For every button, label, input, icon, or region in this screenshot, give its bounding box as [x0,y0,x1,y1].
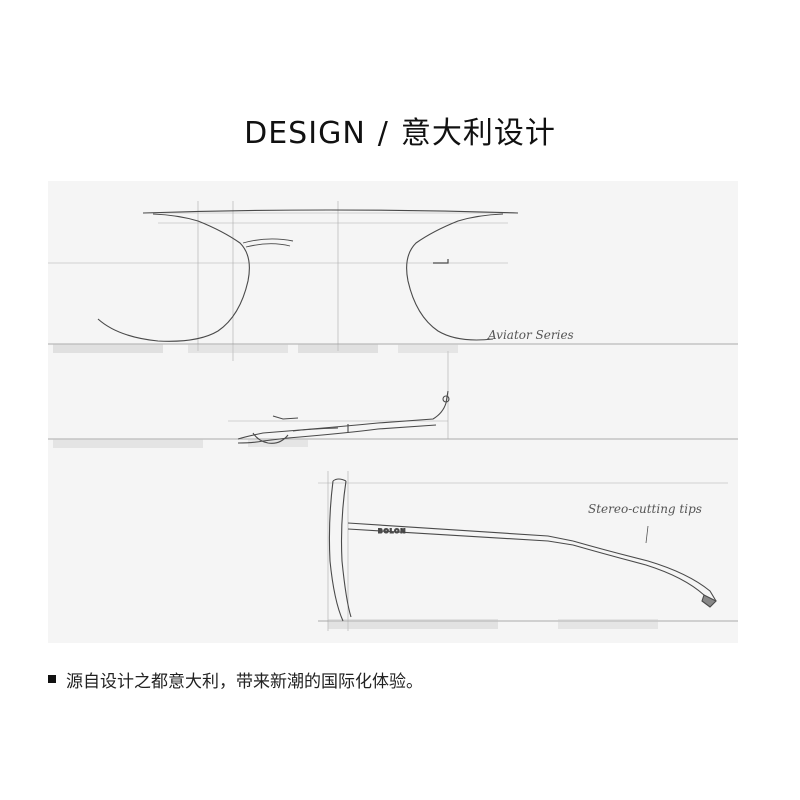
brand-mark: BOLON [378,528,406,535]
front-view-glasses [97,209,519,342]
title-cn: 意大利设计 [400,116,556,151]
sketch-paper [48,181,738,643]
annotation-series: Aviator Series [487,328,574,342]
side-view-glasses: BOLON [328,478,717,622]
title-separator: / [377,116,389,151]
design-sketch-panel: BOLON Aviator Series Stereo-cutting tips [48,181,738,643]
shading-smudges [53,344,658,629]
annotation-tips: Stereo-cutting tips [588,502,702,516]
title-en: DESIGN [244,116,366,151]
top-view-glasses [237,390,450,444]
page-title: DESIGN / 意大利设计 [0,108,800,152]
caption-row: 源自设计之都意大利，带来新潮的国际化体验。 [48,666,748,692]
construction-lines [48,201,738,631]
caption-text: 源自设计之都意大利，带来新潮的国际化体验。 [66,671,423,692]
annotation-pointer [645,525,649,544]
square-bullet-icon [48,675,56,683]
